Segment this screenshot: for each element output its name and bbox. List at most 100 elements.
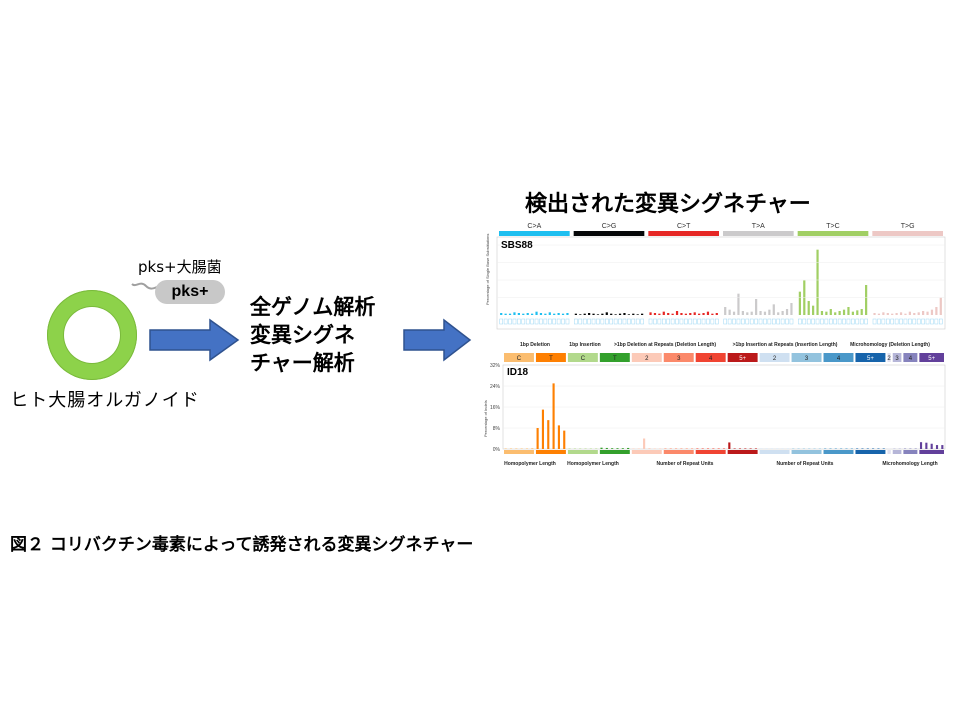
- id-bar: [579, 448, 582, 449]
- sbs-context-box: [727, 318, 732, 325]
- id-super-header: 1bp Deletion: [520, 342, 550, 348]
- sbs-bar: [724, 307, 727, 315]
- id-bottom-bar: [823, 450, 854, 454]
- sbs-group-bar: [872, 231, 943, 236]
- sbs-bar: [539, 313, 543, 315]
- id-bottom-bar: [567, 450, 598, 454]
- id-group-bar: [504, 353, 534, 362]
- sbs-bar: [535, 311, 538, 315]
- id-bottom-bar: [887, 450, 891, 454]
- sbs-context-box: [591, 318, 596, 325]
- id-bar: [600, 447, 603, 449]
- id-bar: [845, 448, 848, 449]
- id-bar: [866, 448, 869, 449]
- id-super-header: 1bp Insertion: [569, 342, 600, 348]
- id-super-header: >1bp Deletion at Repeats (Deletion Lengt…: [614, 342, 716, 348]
- id-ytick: 32%: [490, 363, 501, 369]
- sbs-bar: [548, 312, 551, 315]
- id-bar: [776, 448, 779, 449]
- sbs-context-box: [908, 318, 912, 325]
- sbs-group-bar: [499, 231, 570, 236]
- id-group-label: 2: [887, 356, 891, 362]
- sbs-context-box: [930, 318, 934, 325]
- sbs-group-bar: [723, 231, 794, 236]
- sbs-bar: [526, 313, 529, 315]
- id-group-bar: [599, 353, 630, 362]
- sbs-context-box: [508, 318, 512, 325]
- id-bar: [712, 448, 715, 449]
- id-bar: [728, 442, 731, 449]
- id-bar: [898, 448, 901, 449]
- id-bar: [722, 448, 726, 449]
- sbs-context-box: [587, 318, 591, 325]
- id-bar: [547, 420, 550, 449]
- id-title: ID18: [507, 367, 529, 378]
- sbs-bar: [728, 309, 731, 315]
- organoid-ring-icon: [47, 290, 137, 380]
- sbs-bar: [653, 313, 657, 315]
- sbs-context-box: [547, 318, 552, 325]
- sbs-bar: [816, 249, 819, 315]
- sbs-context-box: [578, 318, 583, 325]
- sbs-bar: [790, 303, 793, 315]
- id-bottom-bar: [695, 450, 726, 454]
- id-bar: [706, 448, 710, 449]
- sbs-context-box: [635, 318, 640, 325]
- id-bar: [621, 448, 624, 449]
- id-bar: [531, 448, 534, 449]
- sbs-bar: [798, 291, 801, 315]
- sbs-context-box: [600, 318, 605, 325]
- sbs-bar: [623, 313, 626, 315]
- sbs-bar: [829, 309, 832, 315]
- id-group-label: 5+: [928, 356, 935, 362]
- id-bar: [520, 448, 523, 449]
- sbs-bar: [939, 297, 942, 315]
- sbs-bar: [671, 313, 674, 315]
- sbs-context-box: [885, 318, 890, 325]
- id-bar: [573, 448, 576, 449]
- sbs-bar: [662, 311, 665, 315]
- sbs-bar: [882, 312, 885, 315]
- sbs-context-box: [806, 318, 811, 325]
- sbs-context-box: [525, 318, 530, 325]
- sbs-bar: [856, 310, 859, 315]
- sbs-bar: [583, 313, 586, 315]
- id-group-label: C: [581, 356, 586, 362]
- id-group-label: 4: [909, 356, 913, 362]
- id-ytick: 8%: [493, 426, 501, 432]
- id-group-bar: [892, 353, 902, 362]
- sbs-bar: [926, 311, 929, 315]
- sbs-group-bar: [648, 231, 719, 236]
- sbs-bar: [899, 312, 903, 315]
- sbs-bar: [667, 313, 670, 315]
- sbs-bar: [772, 304, 775, 315]
- sbs-bar: [755, 299, 758, 315]
- id-group-bar: [791, 353, 822, 362]
- sbs-context-box: [622, 318, 627, 325]
- sbs-bar: [820, 311, 824, 315]
- sbs-context-box: [837, 318, 842, 325]
- sbs-bar: [544, 313, 547, 315]
- sbs-context-box: [534, 318, 539, 325]
- id-bottom-bar: [903, 450, 918, 454]
- sbs-bar: [763, 311, 767, 315]
- sbs-bar: [658, 313, 661, 315]
- sbs-bar: [614, 314, 617, 315]
- sbs-context-box: [771, 318, 776, 325]
- sbs-context-box: [613, 318, 618, 325]
- id-bar: [903, 448, 907, 449]
- id-bar: [584, 448, 587, 449]
- id-bar: [675, 448, 678, 449]
- sbs-context-box: [670, 318, 675, 325]
- id-bottom-bar: [504, 450, 534, 454]
- sbs-context-box: [697, 318, 701, 325]
- id-bar: [717, 448, 720, 449]
- id-bottom-bar: [759, 450, 790, 454]
- sbs-bar: [768, 309, 771, 315]
- id-group-label: 5+: [867, 356, 874, 362]
- id-bar: [525, 448, 529, 449]
- sbs-context-box: [802, 318, 807, 325]
- sbs-context-box: [530, 318, 534, 325]
- id-group-bar: [535, 353, 566, 362]
- id-bar: [930, 443, 933, 449]
